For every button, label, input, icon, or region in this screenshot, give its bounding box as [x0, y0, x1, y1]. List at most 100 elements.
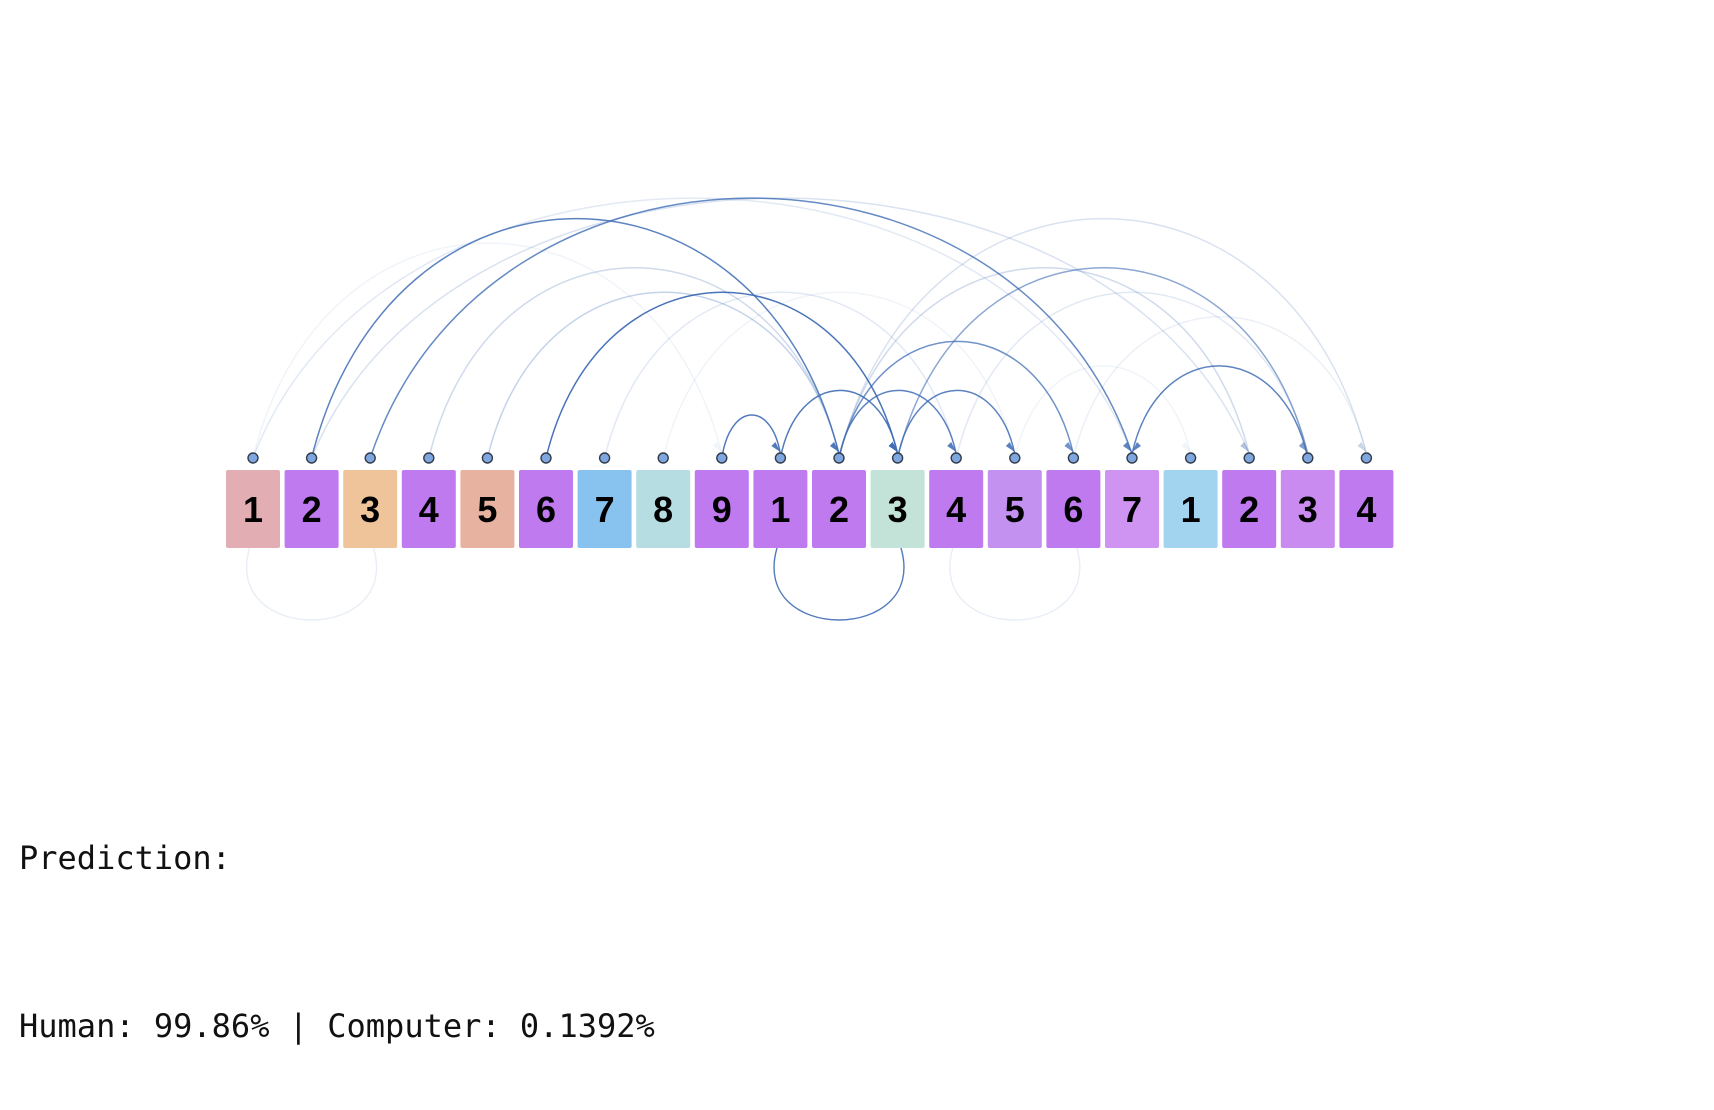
token-box: [343, 470, 398, 548]
token-box: [1105, 470, 1159, 548]
token-node: [833, 452, 845, 464]
attention-edge: [1072, 316, 1368, 459]
attention-edge: [779, 389, 899, 459]
self-loop-edge: [773, 547, 905, 621]
token-label: 3: [1298, 489, 1318, 530]
token-box: [284, 470, 339, 548]
token-node: [774, 452, 787, 464]
token-node: [1302, 452, 1314, 464]
edge-arrowhead: [1357, 442, 1367, 452]
token-node: [1067, 452, 1080, 464]
token-node: [891, 452, 904, 464]
token-node: [950, 452, 962, 464]
edge-arrowhead: [1240, 442, 1250, 452]
edge-arrowhead: [1132, 442, 1141, 452]
attention-edge: [486, 291, 840, 459]
node-row: [247, 452, 1373, 464]
attention-edge: [1014, 365, 1192, 459]
token-box: [929, 470, 984, 548]
token-label: 2: [1239, 489, 1259, 530]
token-label: 2: [302, 489, 322, 530]
token-label: 5: [477, 489, 497, 530]
token-node: [1009, 452, 1021, 464]
edge-arrowhead: [1064, 442, 1074, 452]
token-box: [1339, 470, 1394, 548]
token-box: [694, 470, 749, 548]
token-node: [716, 452, 728, 464]
prediction-label: Prediction:: [19, 839, 231, 877]
edge-arrowhead: [830, 442, 839, 452]
attention-edge: [955, 291, 1309, 459]
self-loop-layer: [246, 547, 1081, 621]
token-label: 4: [1356, 489, 1376, 530]
token-node: [364, 452, 376, 464]
token-label: 6: [1063, 489, 1083, 530]
token-label: 1: [243, 489, 263, 530]
attention-edge: [310, 217, 840, 459]
token-node: [481, 452, 494, 464]
token-label: 7: [595, 489, 615, 530]
attention-edge: [369, 197, 1133, 459]
token-label: 2: [829, 489, 849, 530]
self-loop-edge: [949, 547, 1081, 621]
attention-edge: [545, 291, 899, 459]
token-box: [577, 470, 632, 548]
edge-arrowhead: [712, 442, 722, 452]
edge-arrowhead: [947, 442, 957, 452]
token-label: 8: [653, 489, 673, 530]
token-label: 9: [712, 489, 732, 530]
attention-edge: [252, 242, 723, 459]
token-node: [657, 452, 669, 464]
token-label: 4: [946, 489, 966, 530]
token-box: [226, 470, 280, 548]
edge-arrowhead: [1005, 442, 1015, 452]
attention-edge: [721, 414, 782, 459]
edge-arrowhead: [1181, 442, 1191, 452]
attention-edge: [838, 267, 1250, 459]
token-box: [1163, 470, 1218, 548]
token-label: 7: [1122, 489, 1142, 530]
attention-edge: [838, 389, 957, 459]
token-box: [753, 470, 808, 548]
token-box: [636, 470, 691, 548]
token-node: [423, 452, 435, 464]
token-node: [1126, 452, 1138, 464]
edge-arrowhead: [1298, 442, 1308, 452]
token-box: [460, 470, 515, 548]
edge-arrowhead: [830, 442, 839, 452]
token-node: [1360, 452, 1373, 464]
token-box: [870, 470, 925, 548]
token-label: 1: [770, 489, 790, 530]
token-label: 1: [1181, 489, 1201, 530]
token-node: [1184, 452, 1197, 464]
token-label: 4: [419, 489, 439, 530]
token-label: 3: [360, 489, 380, 530]
edge-arrowhead: [1357, 442, 1367, 452]
edge-arrowhead: [830, 442, 839, 452]
attention-edge: [838, 340, 1075, 459]
token-node: [1243, 452, 1255, 464]
token-box: [1222, 470, 1277, 548]
token-label: 6: [536, 489, 556, 530]
token-node: [247, 452, 259, 464]
edge-layer: [252, 197, 1368, 459]
attention-edge: [896, 389, 1016, 459]
attention-edge: [896, 267, 1309, 459]
token-box: [519, 470, 573, 548]
attention-edge: [310, 197, 1250, 459]
attention-edge: [603, 291, 957, 459]
token-label: 5: [1005, 489, 1025, 530]
attention-edge: [428, 267, 840, 459]
edge-arrowhead: [1123, 442, 1132, 452]
token-box: [1280, 470, 1335, 548]
token-box: [401, 470, 456, 548]
edge-arrowhead: [947, 442, 957, 452]
edge-arrowhead: [888, 442, 898, 452]
token-box: [987, 470, 1042, 548]
token-box: [1046, 470, 1101, 548]
attention-edge: [838, 217, 1368, 459]
attention-edge: [662, 291, 1016, 459]
edge-arrowhead: [1123, 442, 1132, 452]
